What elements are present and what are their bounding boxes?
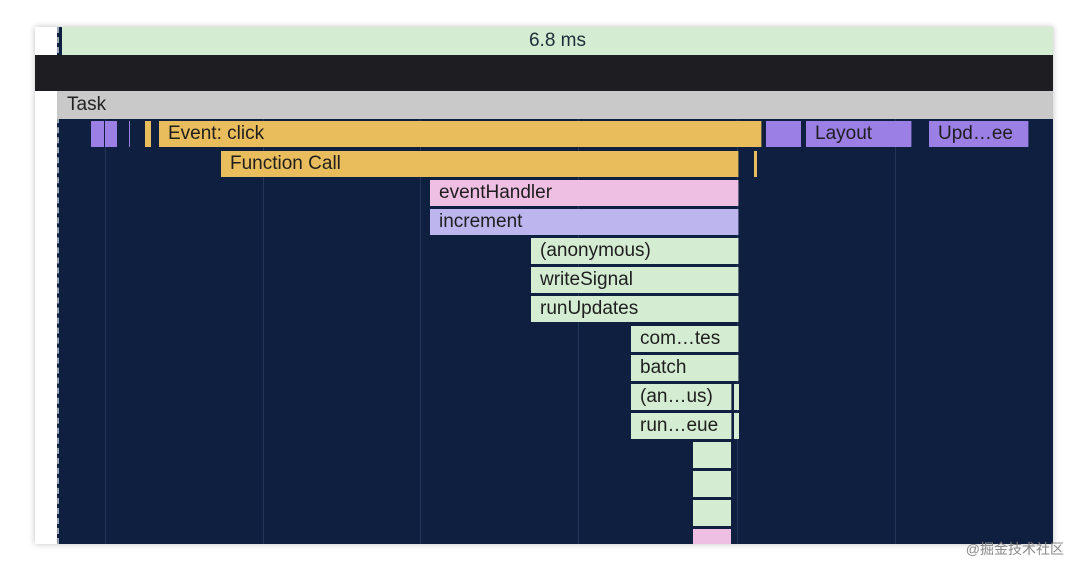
frames-track [35, 55, 1053, 91]
write-signal-label: writeSignal [540, 269, 633, 290]
update-layer-tree-bar[interactable]: Upd…ee [929, 121, 1029, 147]
complete-updates-label: com…tes [640, 328, 721, 349]
layout-bar[interactable]: Layout [806, 121, 912, 147]
batch-bar[interactable]: batch [631, 355, 739, 381]
left-margin [35, 27, 57, 544]
increment-bar[interactable]: increment [430, 209, 739, 235]
event-click-label: Event: click [168, 123, 265, 144]
nested-call-block[interactable] [693, 500, 732, 526]
anonymous-short-label: (an…us) [640, 386, 713, 407]
gridline [263, 91, 264, 544]
increment-label: increment [439, 211, 523, 232]
duration-bar[interactable]: 6.8 ms [62, 27, 1053, 55]
nested-call-block[interactable] [693, 442, 732, 468]
small-event-block[interactable] [145, 121, 151, 147]
small-script-block[interactable] [734, 384, 739, 410]
small-rendering-block[interactable] [105, 121, 117, 147]
function-call-label: Function Call [230, 153, 341, 174]
event-handler-bar[interactable]: eventHandler [430, 180, 739, 206]
task-bar[interactable]: Task [57, 91, 1053, 119]
rendering-block[interactable] [766, 121, 801, 147]
task-label: Task [67, 94, 107, 115]
event-handler-label: eventHandler [439, 182, 553, 203]
event-click-bar[interactable]: Event: click [159, 121, 762, 147]
function-call-bar[interactable]: Function Call [221, 151, 739, 177]
nested-handler-block[interactable] [693, 529, 731, 544]
nested-call-block[interactable] [693, 471, 732, 497]
update-label: Upd…ee [938, 123, 1013, 144]
watermark: @掘金技术社区 [965, 541, 1064, 557]
layout-label: Layout [815, 123, 873, 144]
small-rendering-block[interactable] [91, 121, 104, 147]
write-signal-bar[interactable]: writeSignal [531, 267, 739, 293]
anonymous-label: (anonymous) [540, 240, 651, 261]
gridline [105, 91, 106, 544]
anonymous-bar[interactable]: (anonymous) [531, 238, 739, 264]
thin-rendering-marker[interactable] [129, 121, 130, 147]
run-queue-bar[interactable]: run…eue [631, 413, 732, 439]
gridline [895, 91, 896, 544]
run-queue-label: run…eue [640, 415, 719, 436]
complete-updates-bar[interactable]: com…tes [631, 326, 739, 352]
performance-flame-chart: 6.8 ms Task Event: click Layout Upd…ee F… [35, 27, 1053, 544]
duration-label: 6.8 ms [528, 30, 587, 51]
small-script-block[interactable] [734, 413, 739, 439]
anonymous-short-bar[interactable]: (an…us) [631, 384, 732, 410]
selection-marker [57, 27, 59, 544]
gridline [420, 91, 421, 544]
run-updates-bar[interactable]: runUpdates [531, 296, 739, 322]
run-updates-label: runUpdates [540, 298, 639, 319]
batch-label: batch [640, 357, 687, 378]
small-function-call-marker[interactable] [754, 151, 757, 177]
